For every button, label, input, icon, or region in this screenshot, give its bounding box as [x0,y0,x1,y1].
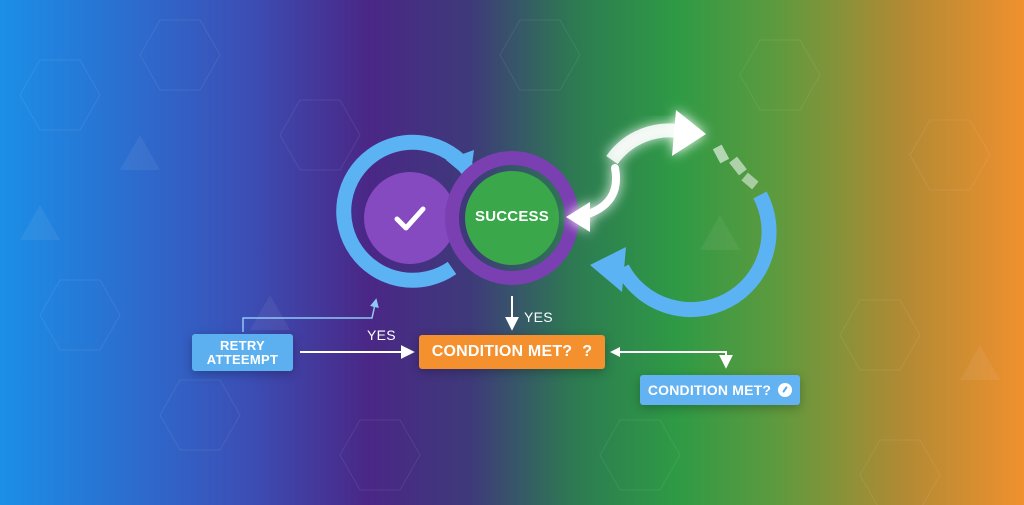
yes-label-top: YES [524,309,553,325]
check-core-circle [364,172,456,264]
edge-to-side-condition [632,351,733,369]
check-icon [394,206,426,231]
condition-met-node[interactable]: CONDITION MET? ? [419,335,605,369]
gauge-icon [778,383,793,397]
condition-met-label: CONDITION MET? [431,343,573,360]
return-arrow [566,164,620,232]
condition-met-side-label: CONDITION MET? [647,382,772,398]
loop-arrow-head [672,110,706,156]
edge-retry-to-loop [242,298,379,332]
retry-loop [590,110,777,318]
yes-label-left: YES [367,327,396,343]
success-node [465,171,559,265]
success-label: SUCCESS [475,208,549,225]
condition-met-side-node[interactable]: CONDITION MET? [640,375,800,405]
question-icon: ? [582,343,593,360]
retry-attempt-node[interactable]: RETRY ATTEEMPT [192,334,293,371]
